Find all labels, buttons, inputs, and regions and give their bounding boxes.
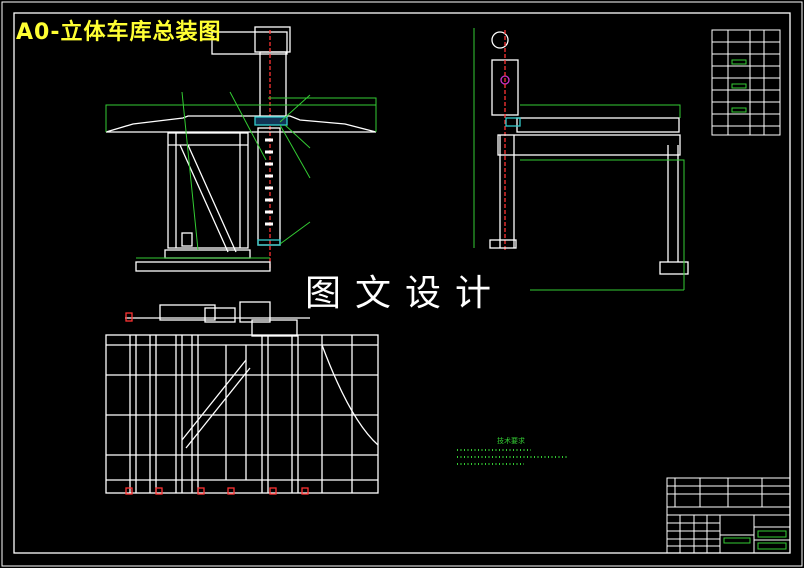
title-block — [666, 477, 791, 554]
side-view — [473, 28, 689, 291]
drawing-title: A0-立体车库总装图 — [16, 20, 222, 45]
plan-view — [105, 301, 379, 495]
front-view — [105, 26, 377, 272]
watermark-text: 图文设计 — [305, 273, 506, 314]
technical-notes-lines — [457, 449, 567, 465]
parts-list-table — [711, 29, 781, 136]
sheet-border — [13, 12, 791, 554]
technical-notes-heading: 技术要求 — [497, 437, 525, 445]
